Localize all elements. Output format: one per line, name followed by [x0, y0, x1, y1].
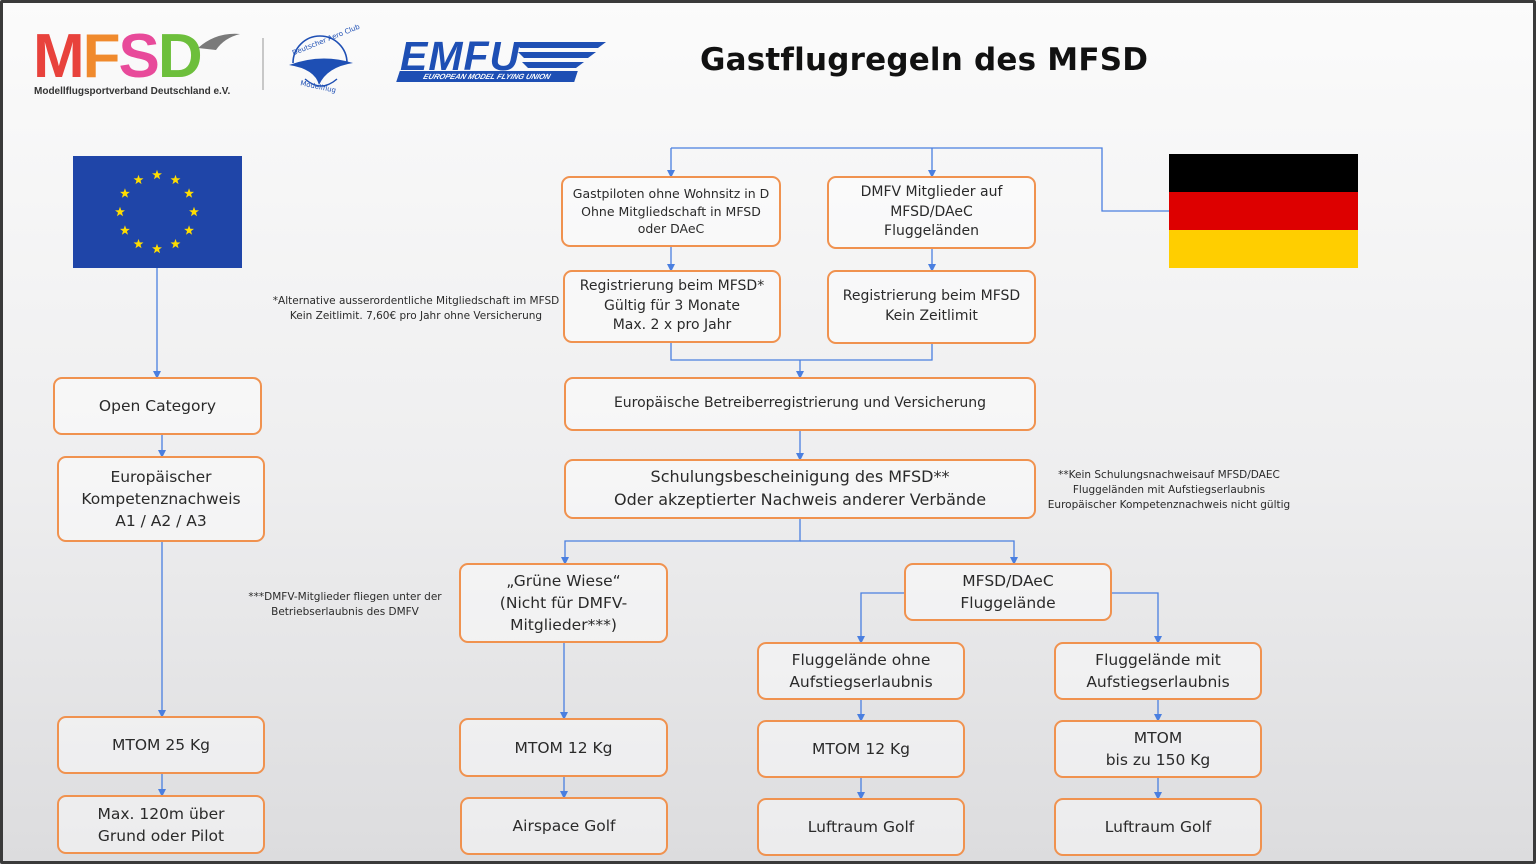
mfsd-letter-s: S [118, 22, 160, 91]
box-registrierung-kein-zeitlimit: Registrierung beim MFSD Kein Zeitlimit [827, 270, 1036, 344]
eu-star-icon [170, 174, 181, 185]
eu-star-icon [152, 243, 162, 254]
box-airspace-golf: Airspace Golf [460, 797, 668, 855]
mfsd-logo-subtitle: Modellflugsportverband Deutschland e.V. [34, 86, 231, 97]
emfu-wing-icon [514, 42, 606, 68]
box-dmfv-mitglieder: DMFV Mitglieder auf MFSD/DAeC Fluggeländ… [827, 176, 1036, 249]
emfu-subtitle: EUROPEAN MODEL FLYING UNION [396, 71, 578, 82]
line-schulung-split [561, 518, 801, 565]
eu-star-icon [189, 206, 199, 217]
line-reg-join [670, 342, 933, 361]
box-luftraum-golf-a: Luftraum Golf [757, 798, 965, 856]
box-mit-aufstiegserlaubnis: Fluggelände mit Aufstiegserlaubnis [1054, 642, 1262, 700]
note-alternative-mitgliedschaft: *Alternative ausserordentliche Mitglieds… [272, 295, 560, 323]
eu-star-icon [184, 188, 194, 198]
eu-star-icon [170, 238, 181, 249]
box-mtom-150: MTOM bis zu 150 Kg [1054, 720, 1262, 778]
mfsd-logo: MFSD [33, 22, 203, 91]
eu-flag-icon [73, 156, 242, 268]
logo-divider [262, 38, 264, 90]
line-mfsd-to-mit [1112, 592, 1162, 644]
box-eu-betreiberregistrierung: Europäische Betreiberregistrierung und V… [564, 377, 1036, 431]
mfsd-letter-f: F [82, 22, 121, 91]
page-title: Gastflugregeln des MFSD [700, 42, 1149, 78]
eu-star-icon [120, 188, 130, 198]
mfsd-letter-m: M [33, 22, 85, 91]
box-mtom-12-b: MTOM 12 Kg [757, 720, 965, 778]
eu-star-icon [152, 169, 162, 180]
line-split-to-mfsd [800, 540, 1018, 565]
box-mtom-12-a: MTOM 12 Kg [459, 718, 668, 777]
note-kein-schulungsnachweis: **Kein Schulungsnachweisauf MFSD/DAEC Fl… [1047, 469, 1291, 512]
eu-star-icon [184, 225, 194, 235]
box-kompetenznachweis: Europäischer Kompetenznachweis A1 / A2 /… [57, 456, 265, 542]
box-registrierung-3-monate: Registrierung beim MFSD* Gültig für 3 Mo… [563, 270, 781, 343]
box-gruene-wiese: „Grüne Wiese“ (Nicht für DMFV- Mitgliede… [459, 563, 668, 643]
germany-flag-icon [1169, 154, 1358, 268]
line-mfsd-to-ohne [857, 592, 904, 644]
box-ohne-aufstiegserlaubnis: Fluggelände ohne Aufstiegserlaubnis [757, 642, 965, 700]
box-max-120m: Max. 120m über Grund oder Pilot [57, 795, 265, 854]
box-schulungsbescheinigung: Schulungsbescheinigung des MFSD** Oder a… [564, 459, 1036, 519]
mfsd-letter-d: D [157, 22, 203, 91]
box-gastpiloten: Gastpiloten ohne Wohnsitz in D Ohne Mitg… [561, 176, 781, 247]
eu-star-icon [133, 238, 144, 249]
eu-star-icon [115, 206, 125, 217]
box-mfsd-fluggelaende: MFSD/DAeC Fluggelände [904, 563, 1112, 621]
emfu-logo: EMFU [400, 33, 521, 79]
eu-star-icon [133, 174, 144, 185]
eu-star-icon [120, 225, 130, 235]
box-luftraum-golf-b: Luftraum Golf [1054, 798, 1262, 856]
box-mtom-25: MTOM 25 Kg [57, 716, 265, 774]
box-open-category: Open Category [53, 377, 262, 435]
line-de-flag-to-top [671, 147, 1169, 212]
mfsd-bird-icon [198, 33, 240, 50]
aero-club-emblem-icon [289, 35, 353, 87]
note-dmfv-betriebserlaubnis: ***DMFV-Mitglieder fliegen unter der Bet… [248, 591, 442, 619]
